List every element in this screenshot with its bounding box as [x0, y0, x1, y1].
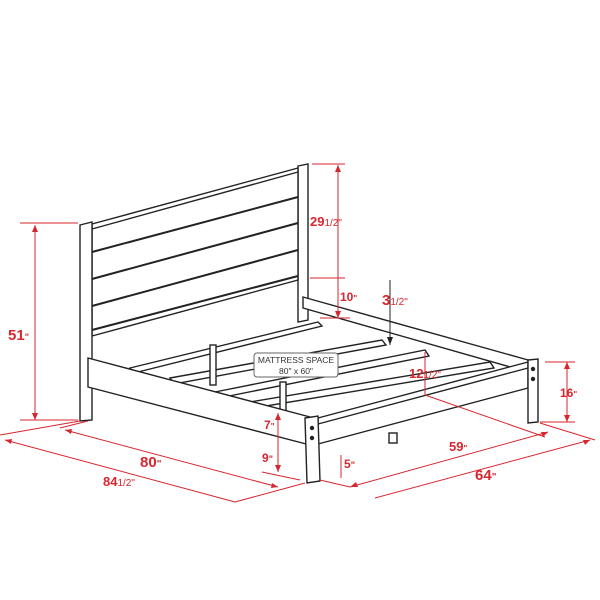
headboard-slat-line — [91, 275, 299, 331]
dim-headboard-gap: 10" — [340, 290, 357, 304]
dim-overall-height: 51" — [8, 327, 29, 344]
dim-inner-length: 80" — [140, 454, 162, 471]
dim-overall-width: 64" — [475, 467, 497, 484]
arrowheads — [5, 165, 590, 488]
headboard-top-rail — [91, 171, 299, 230]
mattress-size: 80" x 60" — [279, 366, 313, 376]
dimension-labels: 51" 291/2" 10" 31/2" 121/2" 16" 7" 9" 5"… — [8, 214, 577, 489]
headboard-post-left — [79, 221, 93, 422]
headboard-slat-line — [91, 196, 299, 253]
dim-overall-length: 841/2" — [103, 474, 135, 489]
mattress-title: MATTRESS SPACE — [258, 355, 335, 365]
center-leg — [388, 432, 398, 444]
dimension-lines — [0, 163, 596, 503]
dim-slat-drop: 31/2" — [382, 292, 408, 309]
bolt-icon — [530, 376, 536, 382]
foot-post-left — [304, 415, 321, 484]
foot-post-right — [527, 358, 539, 424]
bolt-icon — [309, 425, 315, 431]
dim-leg-clearance: 9" — [262, 451, 273, 465]
headboard-slat-line — [91, 222, 299, 280]
foot-rail-edge — [317, 367, 529, 425]
center-leg — [209, 344, 217, 386]
dim-footboard-height: 16" — [560, 386, 577, 400]
bolt-icon — [309, 435, 315, 441]
dim-rail-width: 7" — [264, 418, 275, 432]
dim-center-leg: 5" — [344, 457, 355, 471]
dim-rail-height: 121/2" — [409, 366, 441, 381]
mattress-space-label: MATTRESS SPACE 80" x 60" — [253, 352, 339, 378]
dim-headboard-panel: 291/2" — [310, 214, 342, 229]
bed-frame — [79, 163, 539, 484]
bolt-icon — [530, 366, 536, 372]
center-leg — [279, 381, 287, 413]
dim-inner-width: 59" — [449, 439, 467, 454]
headboard-slat-line — [91, 249, 299, 307]
